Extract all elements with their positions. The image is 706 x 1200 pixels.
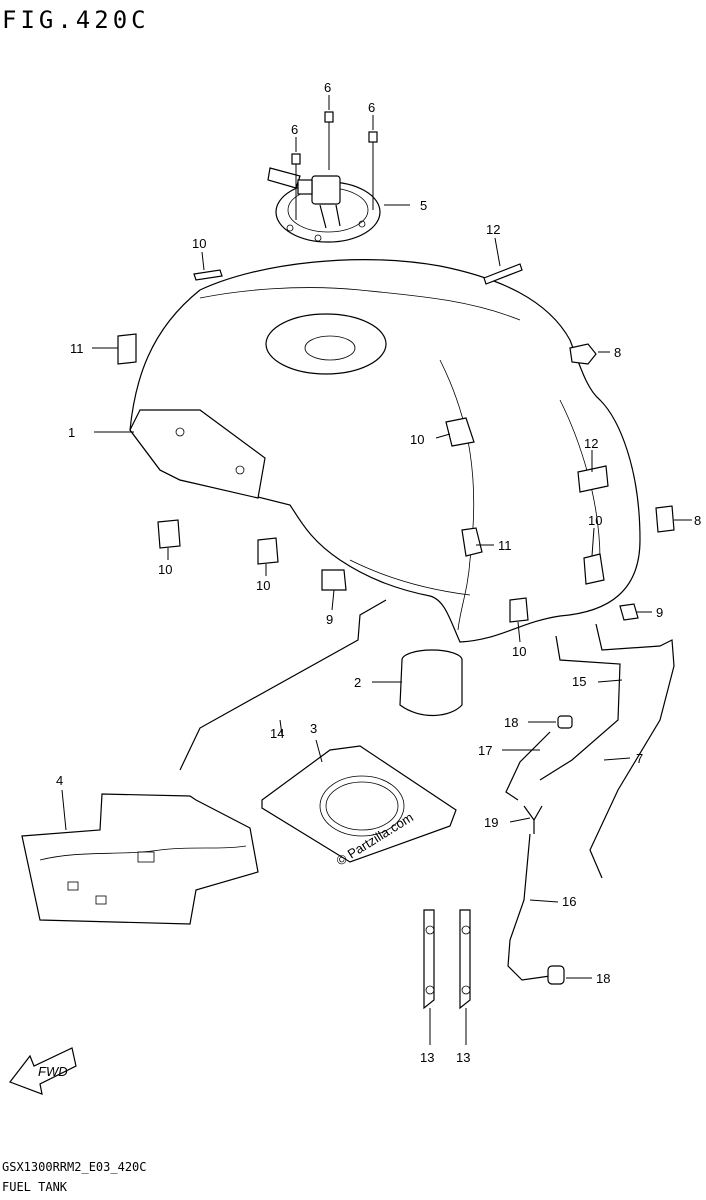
callout-6c: 6 <box>291 122 298 137</box>
callout-10d: 10 <box>256 578 270 593</box>
callout-6a: 6 <box>324 80 331 95</box>
callout-5: 5 <box>420 198 427 213</box>
callout-8b: 8 <box>694 513 701 528</box>
callout-6b: 6 <box>368 100 375 115</box>
pad-9a[interactable] <box>321 569 347 591</box>
callout-11b: 11 <box>498 538 512 553</box>
pad-10d[interactable] <box>257 537 279 565</box>
pad-10e[interactable] <box>583 553 605 585</box>
clamp-18a[interactable] <box>557 715 573 729</box>
pad-12b[interactable] <box>577 465 609 493</box>
page-title: FIG.420C <box>2 6 150 34</box>
clamp-18b[interactable] <box>547 965 565 985</box>
pad-10a[interactable] <box>193 269 223 281</box>
callout-4: 4 <box>56 773 63 788</box>
rod-14[interactable] <box>179 599 387 771</box>
callout-18a: 18 <box>504 715 518 730</box>
grommet-9b[interactable] <box>619 603 639 621</box>
forward-direction-arrow: FWD <box>9 1047 77 1095</box>
callout-15: 15 <box>572 674 586 689</box>
callout-8a: 8 <box>614 345 621 360</box>
callout-12b: 12 <box>584 436 598 451</box>
diagram-code: GSX1300RRM2_E03_420C <box>2 1160 147 1174</box>
callout-17: 17 <box>478 743 492 758</box>
grommet-8a[interactable] <box>569 343 597 365</box>
callout-10b: 10 <box>410 432 424 447</box>
callout-7: 7 <box>636 751 643 766</box>
bracket-13a[interactable] <box>423 909 435 1010</box>
callout-3: 3 <box>310 721 317 736</box>
callout-13a: 13 <box>420 1050 434 1065</box>
callout-12a: 12 <box>486 222 500 237</box>
hose-7[interactable] <box>589 665 675 879</box>
fuel-pump-assembly[interactable] <box>267 167 381 243</box>
callout-10a: 10 <box>192 236 206 251</box>
callout-10f: 10 <box>512 644 526 659</box>
callout-14: 14 <box>270 726 284 741</box>
callout-10c: 10 <box>158 562 172 577</box>
callout-9a: 9 <box>326 612 333 627</box>
pad-11b[interactable] <box>461 527 483 557</box>
callout-9b: 9 <box>656 605 663 620</box>
hose-17[interactable] <box>505 731 551 801</box>
callout-1: 1 <box>68 425 75 440</box>
hose-16[interactable] <box>507 833 551 981</box>
callout-13b: 13 <box>456 1050 470 1065</box>
fuel-tank[interactable] <box>129 259 641 643</box>
pad-10c[interactable] <box>157 519 181 549</box>
callout-19: 19 <box>484 815 498 830</box>
gasket-3[interactable] <box>261 745 457 863</box>
heat-shield-4[interactable] <box>21 793 259 925</box>
screw-6c[interactable] <box>291 153 301 220</box>
fwd-label: FWD <box>38 1064 68 1079</box>
three-way-joint-19[interactable] <box>523 805 543 834</box>
band-2[interactable] <box>399 649 463 717</box>
screw-6b[interactable] <box>368 131 378 210</box>
grommet-8b[interactable] <box>655 505 675 533</box>
callout-11a: 11 <box>70 341 84 356</box>
pad-11a[interactable] <box>117 333 137 365</box>
hose-15[interactable] <box>539 623 675 781</box>
callout-16: 16 <box>562 894 576 909</box>
pad-10f[interactable] <box>509 597 529 623</box>
pad-10b[interactable] <box>445 417 475 447</box>
leader-lines <box>61 95 692 1045</box>
bracket-13b[interactable] <box>459 909 471 1010</box>
pad-12a[interactable] <box>483 263 523 285</box>
callout-10e: 10 <box>588 513 602 528</box>
callout-2: 2 <box>354 675 361 690</box>
screw-6a[interactable] <box>324 111 334 170</box>
diagram-name: FUEL TANK <box>2 1180 68 1194</box>
callout-18b: 18 <box>596 971 610 986</box>
